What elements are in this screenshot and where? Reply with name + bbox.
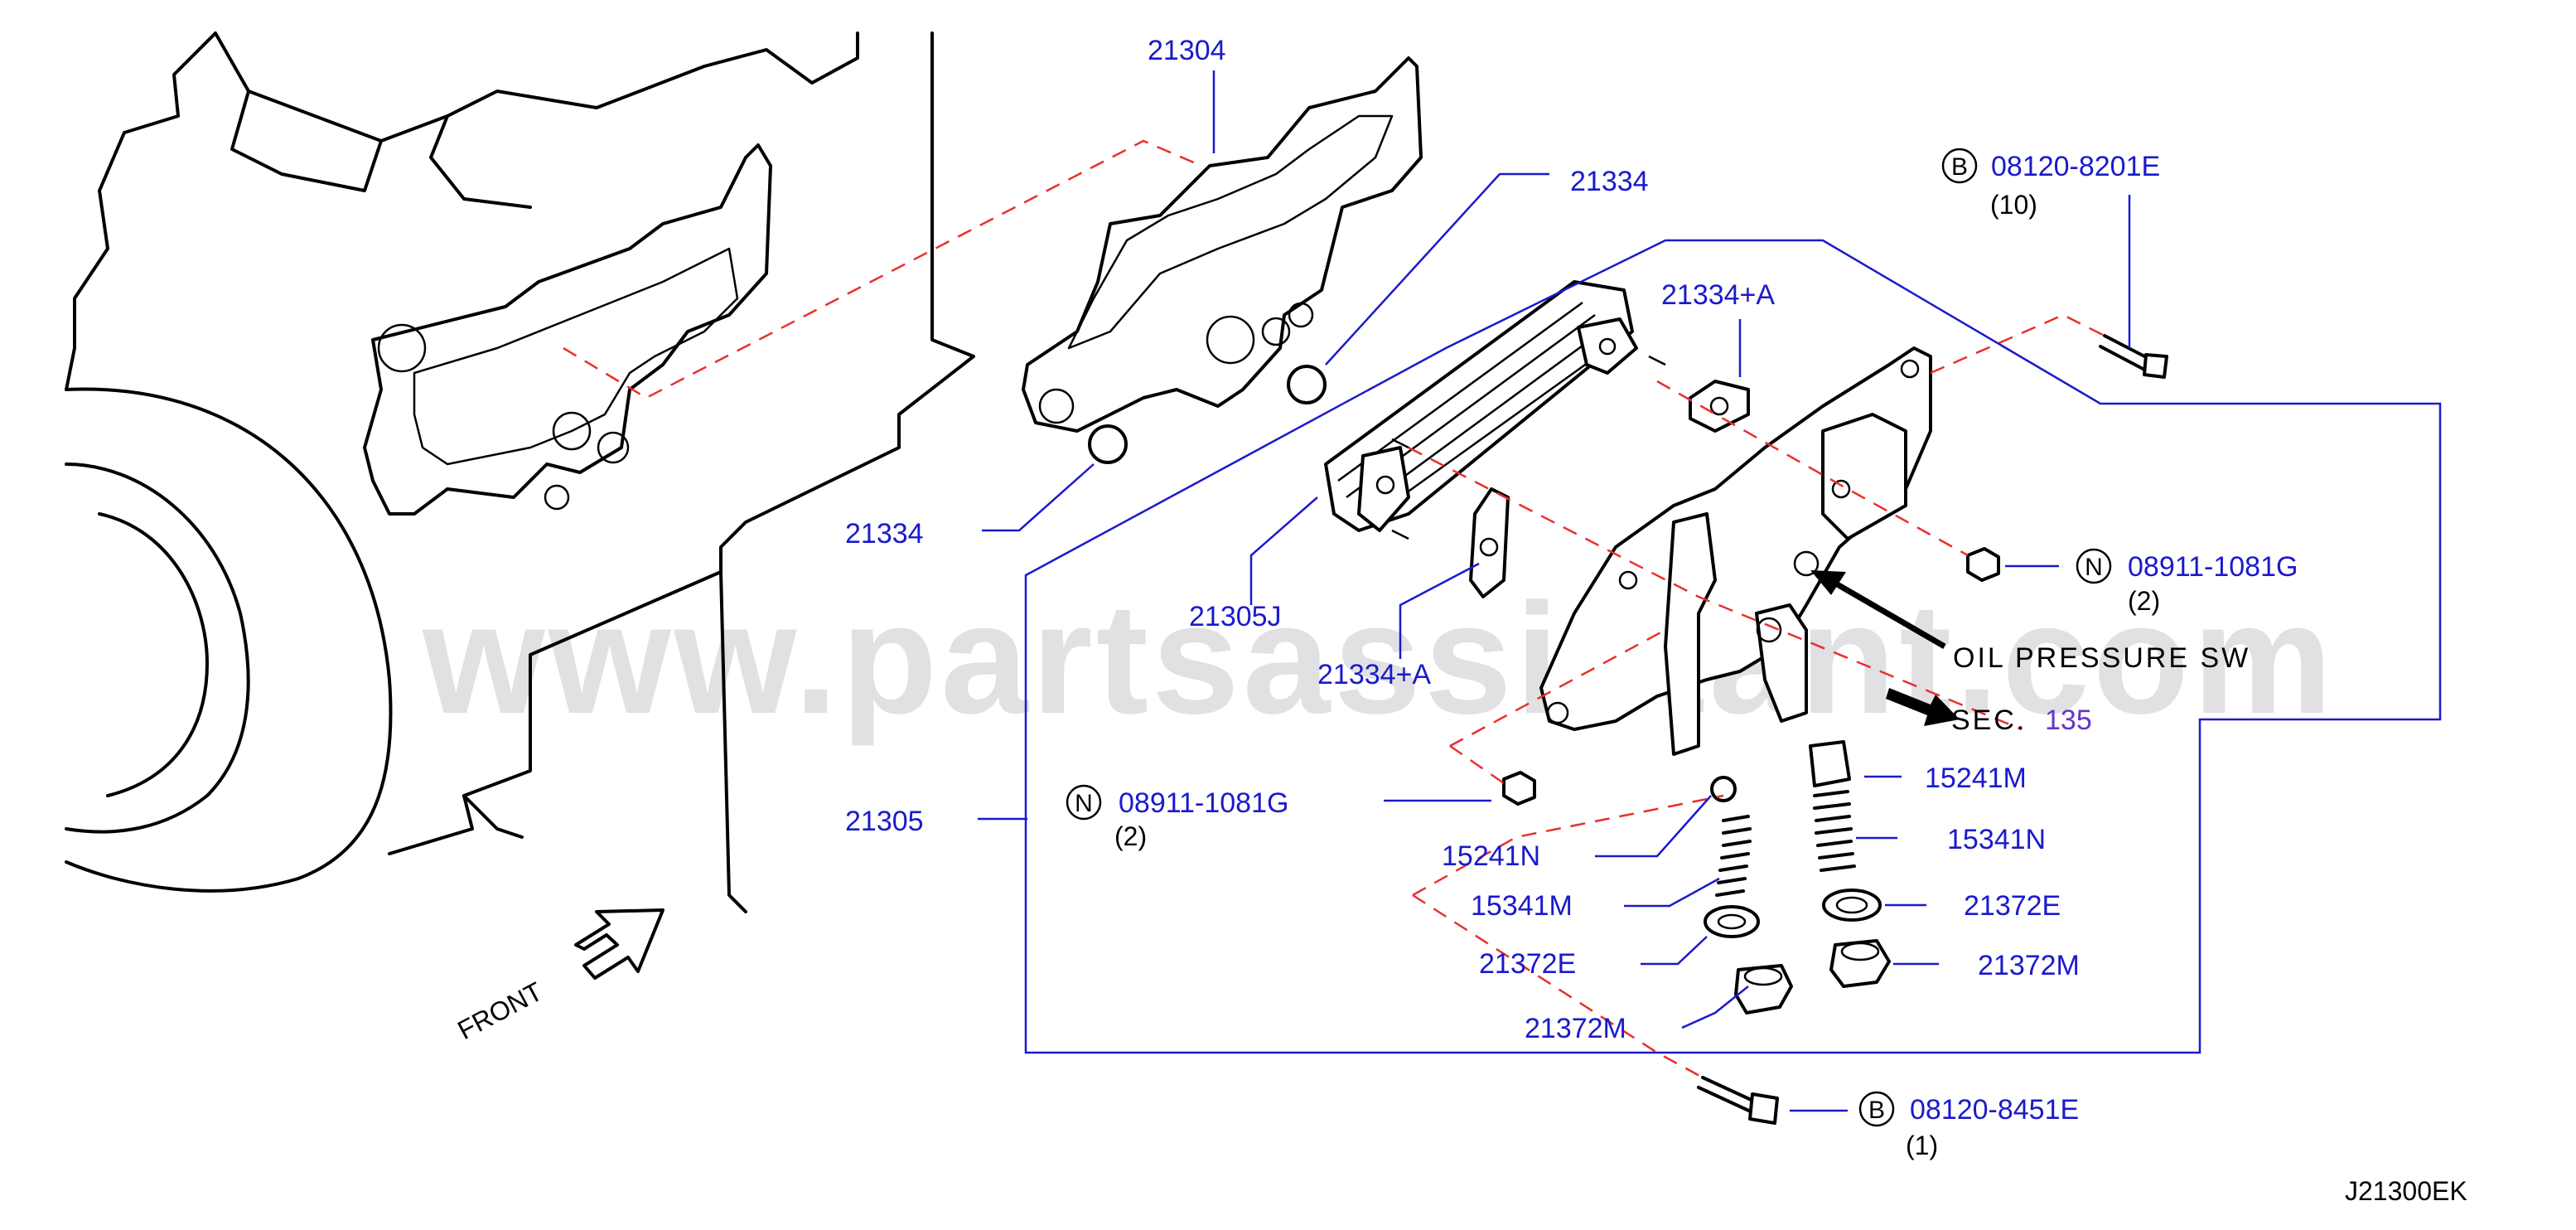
label-21372M-left: 21372M [1525,1013,1626,1044]
fastener-qty: (2) [1114,821,1147,851]
fastener-number: 08120-8451E [1910,1094,2079,1126]
front-arrow-icon [574,908,665,980]
label-21334A-bottom: 21334+A [1317,659,1431,690]
front-label: FRONT [452,976,547,1046]
callout-bolt-08120-8451E: B 08120-8451E (1) [1858,1091,2079,1160]
badge-b-icon [1941,148,1978,184]
label-21372M-right: 21372M [1978,950,2080,981]
gasket-21304 [1022,56,1423,433]
label-15341M: 15341M [1471,890,1573,922]
badge-letter: B [1868,1097,1885,1124]
gasket-21334A-left [1469,487,1510,598]
label-21304: 21304 [1148,35,1226,66]
label-21372E-left: 21372E [1479,948,1576,980]
fastener-qty: (1) [1906,1131,1938,1160]
label-21372E-right: 21372E [1964,890,2061,922]
leader-lines [978,70,2131,1112]
badge-letter: N [1075,790,1093,817]
fastener-number: 08120-8201E [1991,151,2160,182]
arrow-icon [1886,688,1960,726]
callout-bolt-08120-8201E: B 08120-8201E (10) [1941,148,2160,220]
label-21305: 21305 [845,806,924,837]
bolt-08120-8451E [1697,1076,1779,1125]
sec-number: 135 [2045,705,2092,736]
watermark: www.partsassistant.com [422,571,2336,747]
label-21334A-top: 21334+A [1661,279,1775,311]
gasket-21334A-right [1689,380,1750,433]
label-15241M: 15241M [1925,763,2027,794]
callout-nut-08911-1081G-right: N 08911-1081G (2) [2076,548,2298,616]
fastener-number: 08911-1081G [2128,551,2298,583]
engine-block [65,31,975,913]
oil-filter-housing-21305 [1539,346,1932,756]
callout-nut-08911-1081G-left: N 08911-1081G (2) [1066,784,1288,851]
oil-pressure-label: OIL PRESSURE SW [1953,642,2250,674]
arrow-icon [1821,573,1946,650]
badge-b-icon [1858,1091,1895,1127]
diagram-code: J21300EK [2345,1176,2467,1206]
fastener-number: 08911-1081G [1119,787,1288,819]
o-ring-21334-top [1287,365,1327,404]
badge-n-icon [1066,784,1102,821]
bolt-08120-8201E [2099,334,2168,379]
label-21305J: 21305J [1189,601,1282,632]
assembly-boundary [1024,239,2442,1054]
label-15341N: 15341N [1947,824,2046,855]
sec-prefix: SEC. [1951,705,2027,736]
badge-n-icon [2076,548,2112,584]
nut-08911-1081G-left [1502,771,1536,806]
sec-callout: SEC. 135 [1886,688,2092,736]
fastener-qty: (2) [2128,586,2160,616]
badge-letter: N [2085,554,2103,581]
relief-valve-parts-right [1809,740,1891,988]
assembly-lines [563,139,2105,1079]
nut-08911-1081G-right [1966,547,2000,582]
badge-letter: B [1951,153,1968,181]
relief-valve-parts-left [1704,776,1793,1015]
o-ring-21334-left [1088,424,1128,464]
oil-cooler-21305J [1324,280,1666,540]
label-15241N: 15241N [1442,840,1540,872]
label-21334-top: 21334 [1570,166,1649,197]
front-indicator: FRONT [452,908,665,1046]
oil-pressure-callout: OIL PRESSURE SW [1810,570,2250,674]
label-21334-left: 21334 [845,518,924,550]
fastener-qty: (10) [1990,190,2037,220]
